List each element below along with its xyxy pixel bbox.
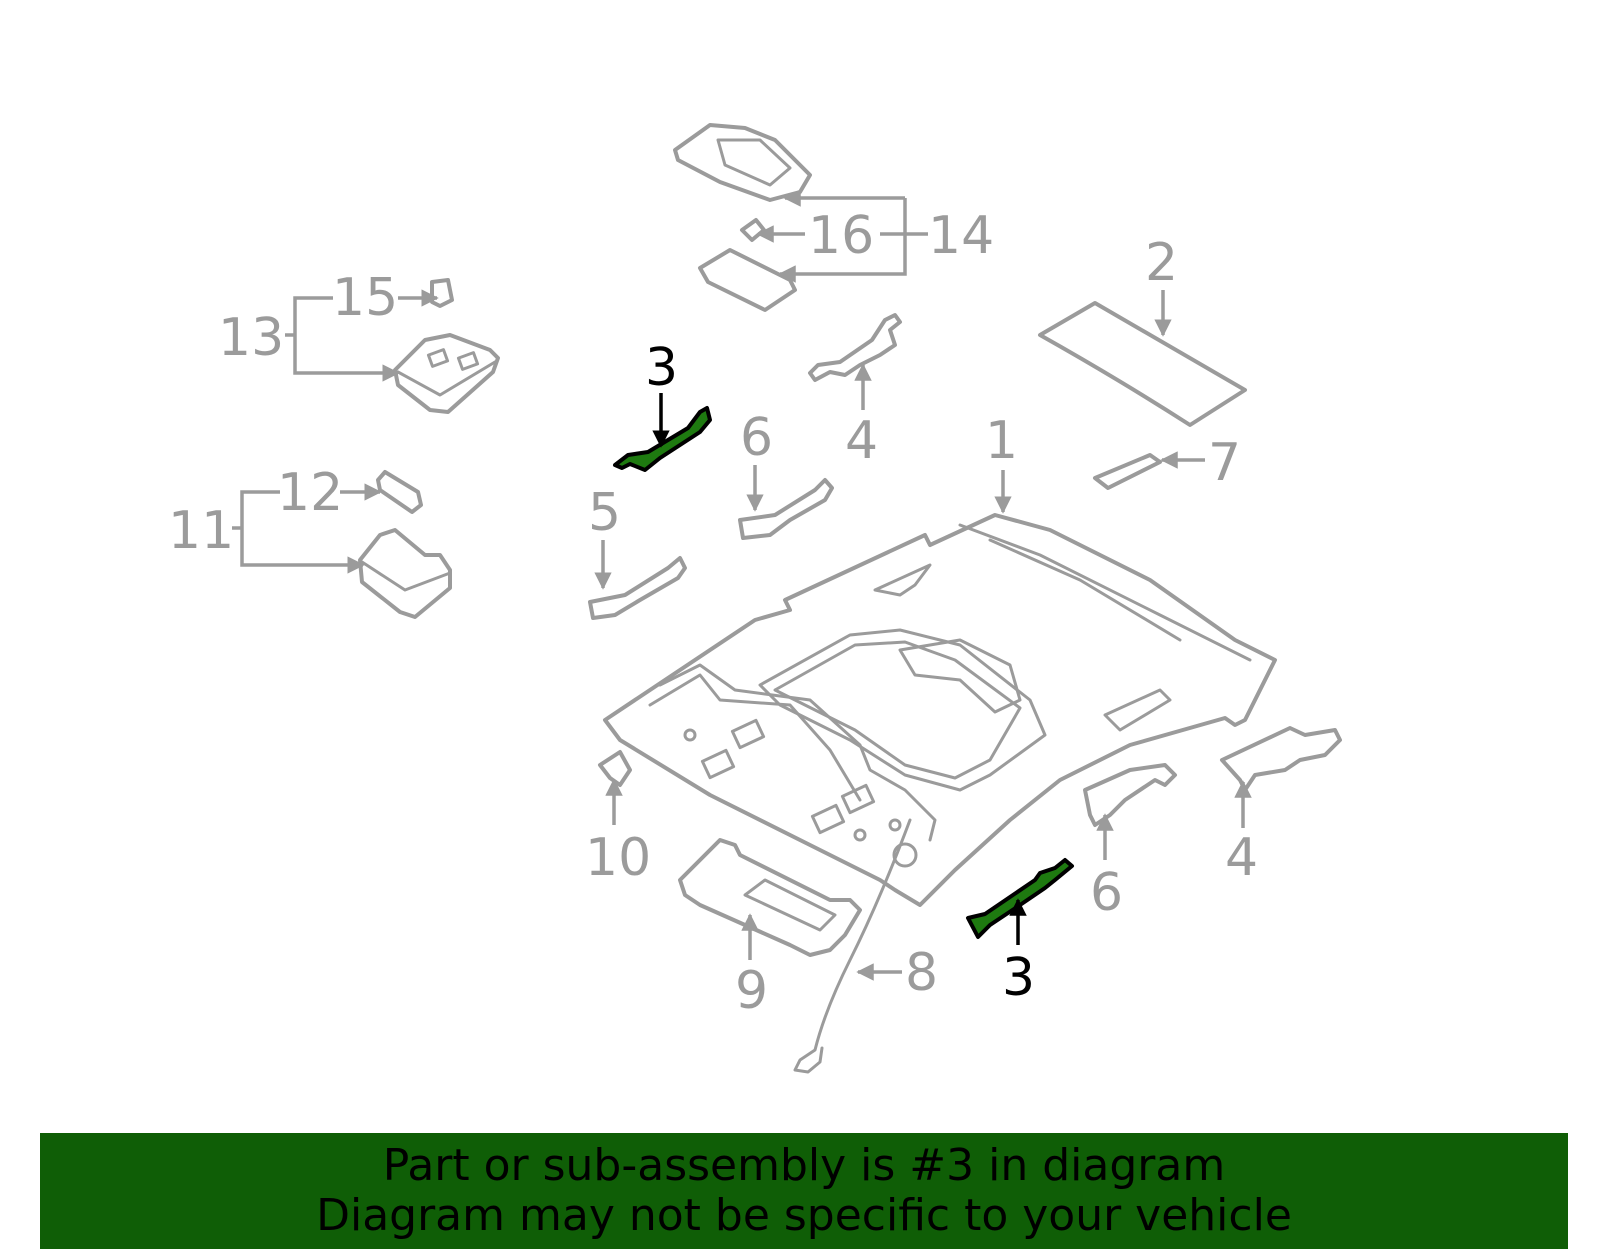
banner-line-1: Part or sub-assembly is #3 in diagram: [382, 1140, 1226, 1191]
bulb-part-15: [430, 278, 454, 308]
dome-lamp-part-13: [393, 333, 500, 414]
callout-3-upper[interactable]: 3: [645, 338, 678, 398]
callout-16: 16: [808, 206, 874, 266]
bracket-part-upper: [808, 313, 902, 382]
callout-10: 10: [585, 828, 651, 888]
wire-harness-part-8: [793, 818, 912, 1074]
callout-8: 8: [905, 943, 938, 1003]
highlighted-part-3-lower: [966, 858, 1074, 939]
callout-5: 5: [588, 483, 621, 543]
headliner-part: [603, 513, 1277, 907]
lamp-part-11: [358, 528, 452, 619]
info-banner: Part or sub-assembly is #3 in diagram Di…: [40, 1133, 1568, 1249]
callout-14: 14: [928, 206, 994, 266]
callout-15: 15: [332, 268, 398, 328]
grab-handle-part-6-lower: [1083, 763, 1177, 827]
strip-part-7: [1093, 453, 1162, 490]
sun-visor-part-9: [678, 838, 862, 957]
bulb-part-16: [740, 218, 766, 242]
callout-9: 9: [735, 961, 768, 1021]
console-lens-part: [698, 248, 797, 312]
callout-7: 7: [1208, 433, 1241, 493]
grab-handle-part-5: [588, 556, 687, 620]
sunroof-panel-part: [1038, 301, 1247, 427]
grab-handle-part-6-upper: [738, 478, 834, 540]
callout-12: 12: [277, 463, 343, 523]
callout-3-lower[interactable]: 3: [1002, 948, 1035, 1008]
callout-6-upper: 6: [740, 408, 773, 468]
callout-1: 1: [985, 411, 1018, 471]
bracket-part-lower: [1220, 726, 1342, 792]
callout-2: 2: [1145, 233, 1178, 293]
overhead-console-part-14: [673, 123, 812, 202]
clip-part-10: [598, 750, 632, 787]
banner-line-2: Diagram may not be specific to your vehi…: [316, 1190, 1292, 1241]
callout-6-lower: 6: [1090, 863, 1123, 923]
leader-14-bracket-lower: [778, 198, 907, 283]
callout-4-upper: 4: [845, 411, 878, 471]
callout-11: 11: [168, 501, 234, 561]
bulb-part-12: [376, 470, 423, 514]
callout-4-lower: 4: [1225, 828, 1258, 888]
highlighted-part-3-upper: [613, 406, 712, 472]
callout-13: 13: [218, 308, 284, 368]
